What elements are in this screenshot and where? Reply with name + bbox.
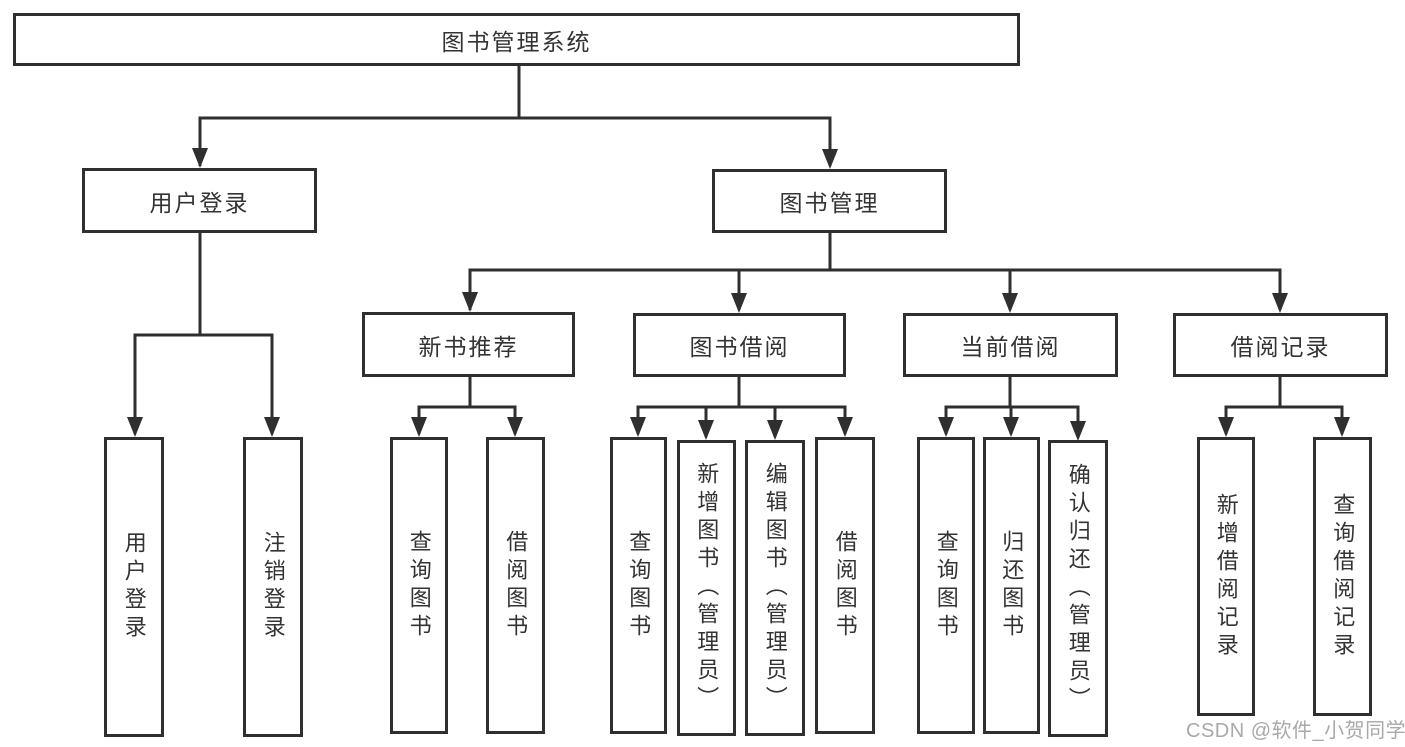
connector-borrow-to-leaves — [636, 405, 847, 434]
node-leaf-borrow-books: 借阅图书 — [815, 437, 875, 734]
node-leaf-query-books-recommend: 查询图书 — [390, 437, 448, 734]
node-label: 新增图书（管理员） — [694, 462, 720, 714]
node-label: 图书管理 — [779, 190, 880, 216]
node-leaf-query-borrow-record: 查询借阅记录 — [1313, 437, 1372, 716]
node-leaf-query-books-current: 查询图书 — [917, 437, 975, 734]
node-leaf-user-login: 用户登录 — [104, 437, 164, 737]
node-user-login-branch: 用户登录 — [82, 168, 317, 233]
arrow-down-icons — [127, 148, 1350, 441]
node-leaf-logout: 注销登录 — [243, 437, 303, 737]
node-label: 归还图书 — [999, 529, 1025, 642]
arrow-down-icon — [767, 420, 783, 440]
arrow-down-icon — [507, 417, 523, 437]
node-new-book-recommend: 新书推荐 — [362, 312, 575, 377]
connector-records-to-leaves — [1224, 405, 1344, 434]
node-label: 借阅图书 — [503, 529, 529, 642]
connector-paths — [133, 64, 1344, 437]
node-leaf-return-books: 归还图书 — [983, 437, 1040, 734]
node-label: 用户登录 — [149, 189, 250, 216]
node-current-borrow: 当前借阅 — [903, 313, 1118, 377]
node-label: 借阅图书 — [832, 529, 858, 642]
node-leaf-query-books-borrow: 查询图书 — [610, 437, 667, 734]
connector-recommend-to-leaves — [417, 405, 517, 434]
arrow-down-icon — [698, 420, 714, 440]
node-label: 注销登录 — [260, 531, 286, 643]
watermark-csdn: CSDN @软件_小贺同学 — [1186, 720, 1405, 742]
arrow-down-icon — [127, 417, 143, 437]
arrow-down-icon — [837, 417, 853, 437]
node-label: 图书借阅 — [689, 334, 790, 360]
node-label: 查询图书 — [626, 529, 652, 642]
node-label: 当前借阅 — [960, 334, 1061, 360]
arrow-down-icon — [731, 293, 747, 313]
node-label: 编辑图书（管理员） — [762, 462, 788, 714]
node-book-management-branch: 图书管理 — [712, 169, 947, 233]
node-label: 新增借阅记录 — [1213, 492, 1239, 661]
node-borrow-records: 借阅记录 — [1173, 313, 1388, 377]
node-leaf-add-borrow-record: 新增借阅记录 — [1197, 437, 1255, 716]
node-leaf-borrow-books-recommend: 借阅图书 — [486, 437, 545, 734]
arrow-down-icon — [462, 292, 478, 312]
connector-userlogin-to-leaves — [133, 333, 274, 434]
arrow-down-icon — [264, 417, 280, 437]
connector-bookmgmt-to-level3 — [468, 268, 1282, 310]
arrow-down-icon — [1070, 421, 1086, 441]
node-label: 查询借阅记录 — [1330, 492, 1356, 661]
node-leaf-edit-books-admin: 编辑图书（管理员） — [745, 440, 805, 736]
node-library-management-system: 图书管理系统 — [13, 13, 1020, 66]
arrow-down-icon — [1334, 417, 1350, 437]
arrow-down-icon — [1002, 293, 1018, 313]
arrow-down-icon — [1218, 417, 1234, 437]
node-book-borrow: 图书借阅 — [633, 313, 846, 377]
arrow-down-icon — [1272, 293, 1288, 313]
arrow-down-icon — [630, 417, 646, 437]
arrow-down-icon — [822, 149, 838, 169]
arrow-down-icon — [1003, 417, 1019, 437]
node-leaf-confirm-return-admin: 确认归还（管理员） — [1048, 440, 1108, 737]
node-label: 查询图书 — [406, 529, 432, 642]
arrow-down-icon — [192, 148, 208, 168]
node-label: 用户登录 — [121, 531, 147, 643]
node-label: 确认归还（管理员） — [1065, 462, 1091, 715]
node-label: 新书推荐 — [418, 333, 519, 360]
node-label: 查询图书 — [933, 529, 959, 642]
arrow-down-icon — [938, 417, 954, 437]
node-label: 借阅记录 — [1230, 334, 1331, 360]
connector-root-to-level2 — [198, 116, 832, 166]
node-leaf-add-books-admin: 新增图书（管理员） — [677, 440, 736, 736]
arrow-down-icon — [411, 417, 427, 437]
node-label: 图书管理系统 — [441, 28, 592, 55]
